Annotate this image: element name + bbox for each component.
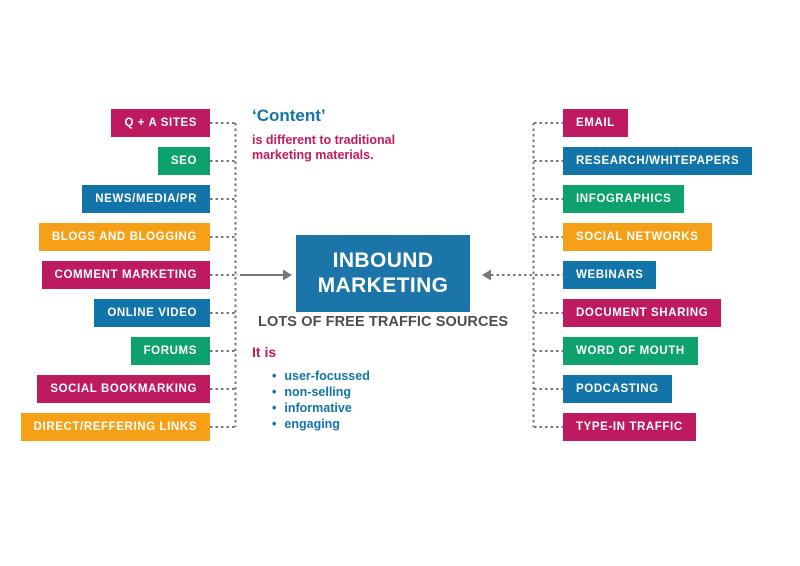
source-box-comment-marketing: COMMENT MARKETING — [41, 261, 210, 289]
content-note-line2: marketing materials. — [252, 148, 374, 162]
quality-label: informative — [284, 401, 352, 415]
bullet-icon: • — [272, 369, 277, 383]
source-box-podcasting: PODCASTING — [563, 375, 672, 403]
qualities-list: • user-focussed • non-selling • informat… — [252, 368, 370, 432]
source-box-online-video: ONLINE VIDEO — [94, 299, 210, 327]
source-box-type-in-traffic: TYPE-IN TRAFFIC — [563, 413, 696, 441]
source-box-document-sharing: DOCUMENT SHARING — [563, 299, 722, 327]
source-box-social-bookmarking: SOCIAL BOOKMARKING — [37, 375, 210, 403]
source-box-webinars: WEBINARS — [563, 261, 657, 289]
bullet-icon: • — [272, 417, 277, 431]
qualities-heading: It is — [252, 344, 277, 360]
content-note: ‘Content’ is different to traditional ma… — [252, 106, 395, 163]
quality-label: engaging — [284, 417, 340, 431]
right-sources-column: EMAIL RESEARCH/WHITEPAPERS INFOGRAPHICS … — [563, 109, 800, 441]
left-connector-group — [210, 122, 238, 428]
right-connector-group — [491, 122, 563, 428]
center-title-line1: INBOUND — [332, 249, 434, 273]
source-box-infographics: INFOGRAPHICS — [563, 185, 685, 213]
source-box-news-media-pr: NEWS/MEDIA/PR — [82, 185, 210, 213]
list-item: • engaging — [272, 416, 370, 432]
inbound-marketing-box: INBOUND MARKETING — [296, 235, 470, 312]
source-box-direct-reffering-links: DIRECT/REFFERING LINKS — [20, 413, 210, 441]
source-box-research-whitepapers: RESEARCH/WHITEPAPERS — [563, 147, 753, 175]
source-box-forums: FORUMS — [130, 337, 210, 365]
arrow-right-icon — [283, 269, 292, 281]
content-note-line1: is different to traditional — [252, 133, 396, 147]
source-box-word-of-mouth: WORD OF MOUTH — [563, 337, 698, 365]
source-box-blogs-and-blogging: BLOGS AND BLOGGING — [38, 223, 210, 251]
list-item: • non-selling — [272, 384, 370, 400]
center-subtitle: LOTS OF FREE TRAFFIC SOURCES — [258, 314, 509, 330]
list-item: • informative — [272, 400, 370, 416]
arrow-left-icon — [482, 269, 491, 281]
list-item: • user-focussed — [272, 368, 370, 384]
source-box-social-networks: SOCIAL NETWORKS — [563, 223, 712, 251]
qualities-block: It is • user-focussed • non-selling • in… — [252, 344, 370, 432]
bullet-icon: • — [272, 385, 277, 399]
source-box-qa-sites: Q + A SITES — [111, 109, 210, 137]
bullet-icon: • — [272, 401, 277, 415]
left-sources-column: Q + A SITES SEO NEWS/MEDIA/PR BLOGS AND … — [0, 109, 210, 441]
source-box-email: EMAIL — [563, 109, 628, 137]
content-note-headline: ‘Content’ — [252, 106, 326, 125]
quality-label: non-selling — [284, 385, 352, 399]
center-title-line2: MARKETING — [317, 273, 449, 297]
quality-label: user-focussed — [284, 369, 370, 383]
source-box-seo: SEO — [157, 147, 210, 175]
